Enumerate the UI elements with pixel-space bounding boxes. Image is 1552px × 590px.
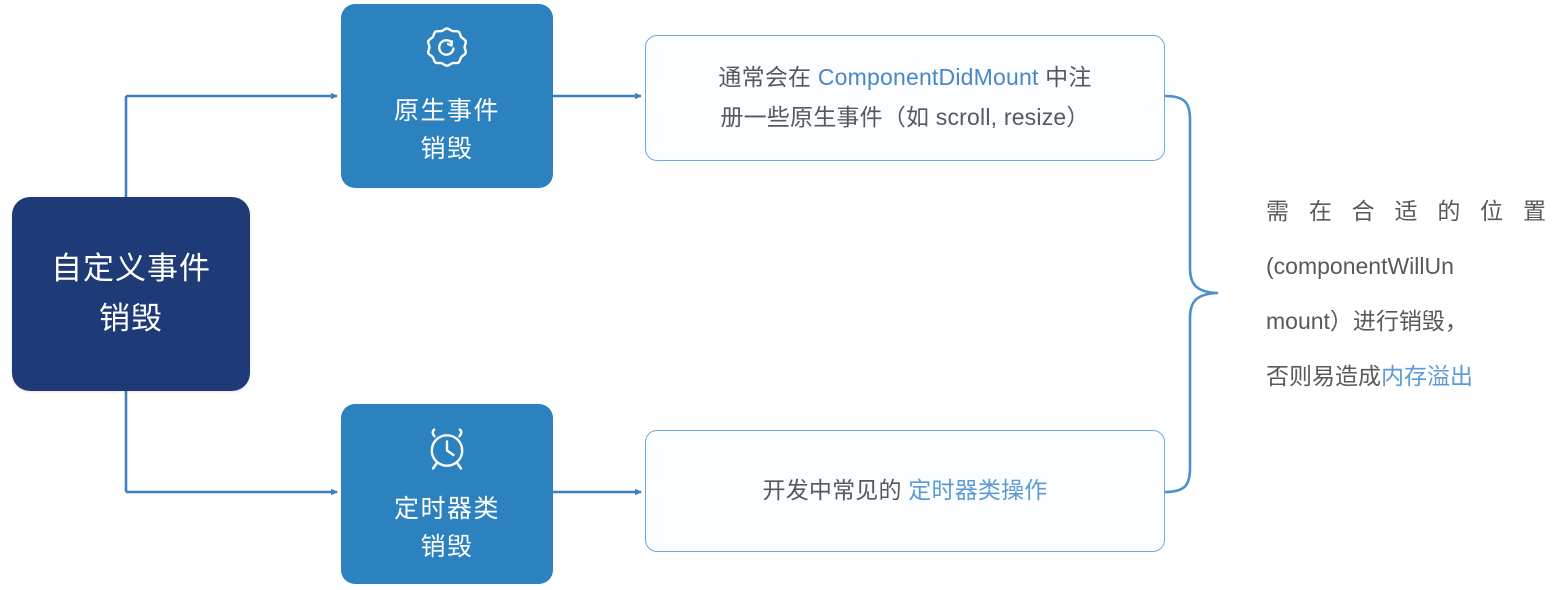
summary-line-1: 需 在 合 适 的 位 置 (1266, 184, 1546, 239)
category-node-timer[interactable]: 定时器类 销毁 (341, 404, 553, 584)
summary-line-3: mount）进行销毁， (1266, 308, 1468, 334)
summary-line-1-char-6: 位 (1480, 198, 1504, 224)
description-native-line-1-post: 中注 (1038, 64, 1092, 91)
description-native-line-1-highlight: ComponentDidMount (817, 64, 1039, 91)
description-native-line-1-pre: 通常会在 (718, 64, 818, 91)
summary-text: 需 在 合 适 的 位 置 (componentWillUn mount）进行销… (1266, 184, 1546, 404)
category-node-native-event-line-1: 原生事件 (393, 96, 500, 125)
summary-line-1-char-3: 合 (1351, 198, 1375, 224)
category-node-native-event[interactable]: 原生事件 销毁 (341, 4, 553, 188)
root-node[interactable]: 自定义事件 销毁 (12, 197, 250, 391)
summary-line-1-char-7: 置 (1522, 198, 1546, 224)
category-node-timer-line-1: 定时器类 (393, 494, 500, 523)
summary-line-4-highlight: 内存溢出 (1381, 363, 1473, 389)
description-box-timer: 开发中常见的 定时器类操作 (645, 430, 1165, 552)
summary-brace (1163, 94, 1219, 494)
description-timer-line-1-pre: 开发中常见的 (762, 477, 909, 504)
description-native-line-2: 册一些原生事件（如 scroll, resize） (720, 104, 1090, 130)
summary-line-1-char-1: 需 (1266, 198, 1289, 224)
description-timer-line-1-highlight: 定时器类操作 (908, 477, 1048, 504)
alarm-clock-icon (421, 423, 473, 480)
description-box-native-event: 通常会在 ComponentDidMount 中注 册一些原生事件（如 scro… (645, 35, 1165, 161)
summary-line-4-pre: 否则易造成 (1266, 363, 1381, 389)
root-node-line-1: 自定义事件 (51, 250, 211, 286)
summary-line-1-char-2: 在 (1308, 198, 1332, 224)
summary-line-1-char-4: 适 (1394, 198, 1418, 224)
description-timer-line-1: 开发中常见的 定时器类操作 (763, 471, 1048, 511)
root-node-line-2: 销毁 (99, 301, 163, 336)
category-node-native-event-line-2: 销毁 (420, 134, 474, 163)
gear-badge-icon (421, 25, 473, 82)
category-node-timer-line-2: 销毁 (420, 532, 474, 561)
summary-line-4: 否则易造成 内存溢出 (1266, 349, 1546, 404)
summary-line-2: (componentWillUn (1266, 253, 1454, 279)
description-native-line-1: 通常会在 ComponentDidMount 中注 (718, 58, 1091, 98)
summary-line-1-char-5: 的 (1437, 198, 1461, 224)
